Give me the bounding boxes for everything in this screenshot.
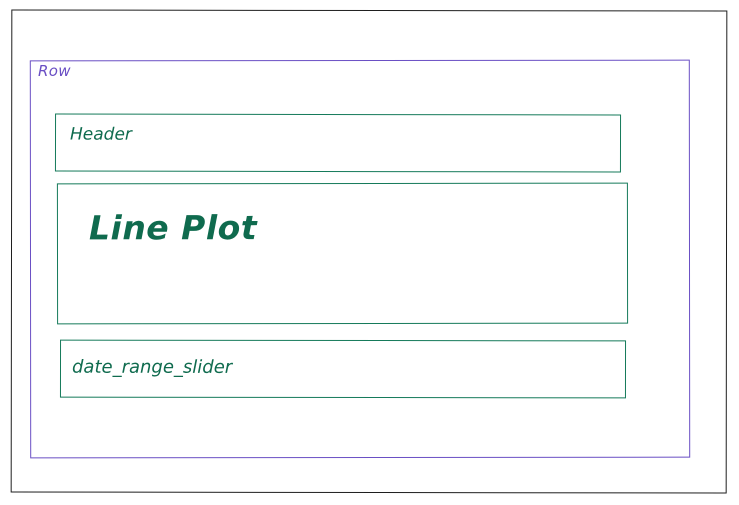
header-label: Header <box>69 124 132 145</box>
row-label: Row <box>38 62 71 80</box>
line-plot-label: Line Plot <box>88 208 258 248</box>
date-range-slider-label: date_range_slider <box>71 356 233 378</box>
line-plot-component: Line Plot <box>56 182 629 325</box>
date-range-slider-component: date_range_slider <box>59 339 627 399</box>
header-component: Header <box>54 113 622 173</box>
